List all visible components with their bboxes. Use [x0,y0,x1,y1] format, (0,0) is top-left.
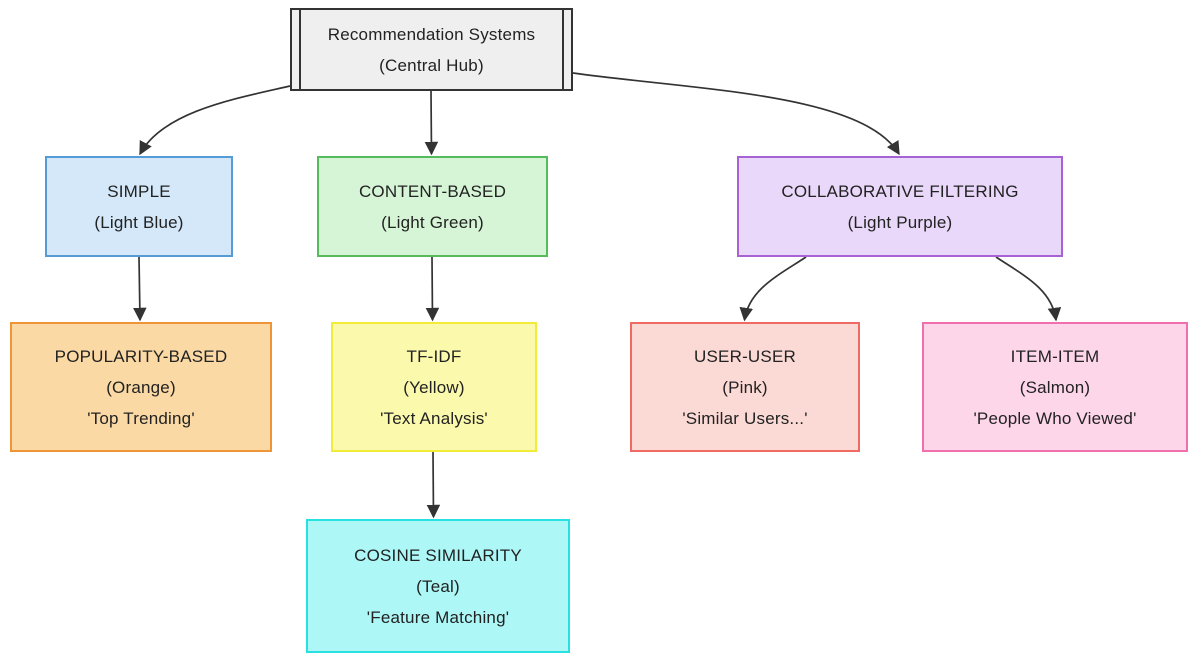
edge-collab-useruser [739,256,807,322]
node-tf-idf: TF-IDF (Yellow) 'Text Analysis' [331,322,537,452]
edge-hub-simple [139,85,291,156]
edge-content-tfidf [425,256,440,322]
node-item-item: ITEM-ITEM (Salmon) 'People Who Viewed' [922,322,1188,452]
edge-simple-popularity [133,256,147,322]
node-label-line: (Orange) [106,377,176,397]
subroutine-bar-left [299,10,301,89]
node-label-line: (Salmon) [1019,377,1091,397]
node-label-line: COSINE SIMILARITY [354,545,522,565]
node-label-line: CONTENT-BASED [358,181,507,201]
node-label-line: TF-IDF [406,346,462,366]
node-label-line: (Light Purple) [847,212,953,232]
node-label-line: 'Top Trending' [87,408,195,428]
node-simple: SIMPLE (Light Blue) [45,156,233,257]
node-label-line: ITEM-ITEM [1010,346,1100,366]
node-label-line: 'Similar Users...' [682,408,808,428]
node-popularity-based: POPULARITY-BASED (Orange) 'Top Trending' [10,322,272,452]
node-cosine-similarity: COSINE SIMILARITY (Teal) 'Feature Matchi… [306,519,570,653]
node-label-line: Recommendation Systems [327,24,536,44]
node-label-line: (Yellow) [403,377,465,397]
edge-hub-content [424,90,439,156]
node-label-line: 'Text Analysis' [380,408,488,428]
edge-tfidf-cosine [426,451,441,519]
node-collaborative-filtering: COLLABORATIVE FILTERING (Light Purple) [737,156,1063,257]
edge-hub-collab [572,72,900,156]
node-user-user: USER-USER (Pink) 'Similar Users...' [630,322,860,452]
node-label-line: COLLABORATIVE FILTERING [781,181,1019,201]
node-label-line: (Central Hub) [379,55,484,75]
node-label-line: 'Feature Matching' [366,607,510,627]
node-label-line: POPULARITY-BASED [54,346,228,366]
node-label-line: 'People Who Viewed' [973,408,1137,428]
node-label-line: (Teal) [416,576,460,596]
node-label-line: (Light Green) [381,212,484,232]
edge-collab-itemitem [995,256,1062,322]
node-label-line: (Pink) [722,377,768,397]
node-label-line: (Light Blue) [94,212,184,232]
subroutine-bar-right [562,10,564,89]
node-label-line: USER-USER [694,346,796,366]
node-central-hub: Recommendation Systems (Central Hub) [290,8,573,91]
node-label-line: SIMPLE [107,181,171,201]
node-content-based: CONTENT-BASED (Light Green) [317,156,548,257]
